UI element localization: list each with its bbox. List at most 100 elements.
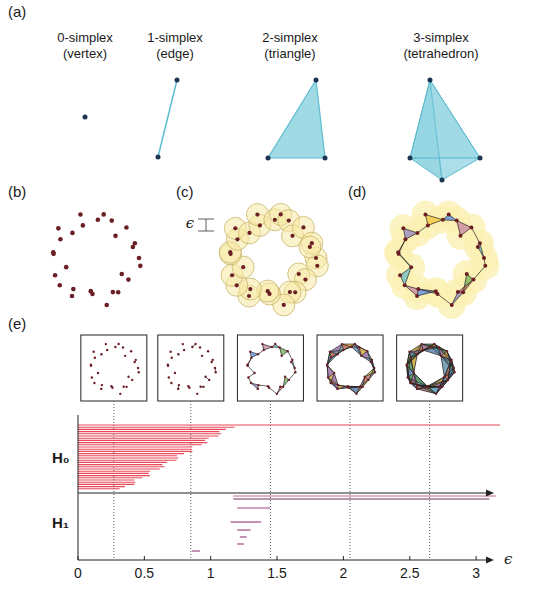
simplex-fill [349,387,363,394]
data-point [249,351,251,353]
data-point [279,386,281,388]
data-point [450,303,454,307]
data-point [469,225,473,229]
data-point [261,343,263,345]
data-point [471,278,475,282]
simplex-fill [283,377,289,387]
simplex-edge [461,227,472,235]
data-point [441,386,443,388]
h0-bar [78,475,150,476]
data-point [290,361,292,363]
axis-tick [210,556,211,560]
halo [464,233,492,261]
h0-bar [78,488,120,489]
data-point [406,365,408,367]
data-point [228,250,232,254]
data-point [81,223,86,228]
data-point [417,384,419,386]
tick-label: 1.5 [267,566,286,581]
h0-bar [78,471,150,472]
simplex-edge [441,356,444,377]
simplex-edge [338,385,348,386]
data-point [271,346,273,348]
data-point [127,376,129,378]
simplex-edge [458,280,474,292]
data-point [288,290,292,294]
thumbnail-frame [158,335,224,401]
simplex-fill [441,356,454,377]
data-point [91,376,93,378]
data-point [282,303,286,307]
panel-label: (b) [8,184,26,199]
simplex-edge [349,386,363,388]
simplex-edge [247,358,251,365]
data-point [212,359,214,361]
simplex-fill [349,387,360,394]
panel-label: (e) [8,316,26,331]
data-point [430,346,432,348]
simplex-edge [258,385,268,386]
simplex-edge [473,266,485,280]
axis-label: ϵ [504,552,512,567]
simplex-name: (tetrahedron) [403,46,478,61]
data-point [308,245,312,249]
data-point [367,379,369,381]
data-point [110,385,112,387]
data-point [420,343,422,345]
data-point [415,231,419,235]
simplex-edge [342,344,355,345]
data-point [403,237,407,241]
simplex-edge [417,386,427,389]
data-point [284,376,286,378]
simplex-edge [280,347,282,355]
data-point [453,371,455,373]
simplex-edge [327,366,329,378]
data-point [406,376,408,378]
data-point [70,294,75,299]
data-point [215,371,217,373]
simplex-edge [480,243,484,258]
data-point [117,343,119,345]
simplex-edge [447,351,451,362]
tick-label: 3 [472,566,480,581]
data-point [183,349,185,351]
data-point [409,357,411,359]
simplex-name: (edge) [156,46,194,61]
simplex-edge [418,289,435,291]
bracket-bar [206,219,207,231]
h0-bar [78,462,167,463]
h0-bar [78,451,192,452]
data-point [90,364,92,366]
data-point [433,343,435,345]
simplex-fill [360,377,369,387]
data-point [116,290,121,295]
data-point [440,355,442,357]
data-point [187,385,189,387]
data-point [310,241,314,245]
data-point [374,371,376,373]
data-point [178,384,180,386]
data-point [360,355,362,357]
data-point [416,287,420,291]
filtration-thumbnail [158,335,224,401]
simplex-edge [448,360,452,380]
data-point [329,382,331,384]
axis-tick [476,556,477,560]
data-point [168,376,170,378]
data-point [293,367,295,369]
data-point [241,265,245,269]
data-point [336,388,338,390]
data-point [135,359,137,361]
data-point [204,376,206,378]
simplex-edge [405,285,419,289]
data-point [286,350,288,352]
data-point [327,376,329,378]
data-point [71,287,76,292]
h0-bar [78,424,500,425]
tick-label: 2 [339,566,347,581]
simplex-edge [443,219,457,221]
simplex-edge [457,221,472,228]
simplex-edge [367,351,371,362]
data-point [113,234,118,239]
